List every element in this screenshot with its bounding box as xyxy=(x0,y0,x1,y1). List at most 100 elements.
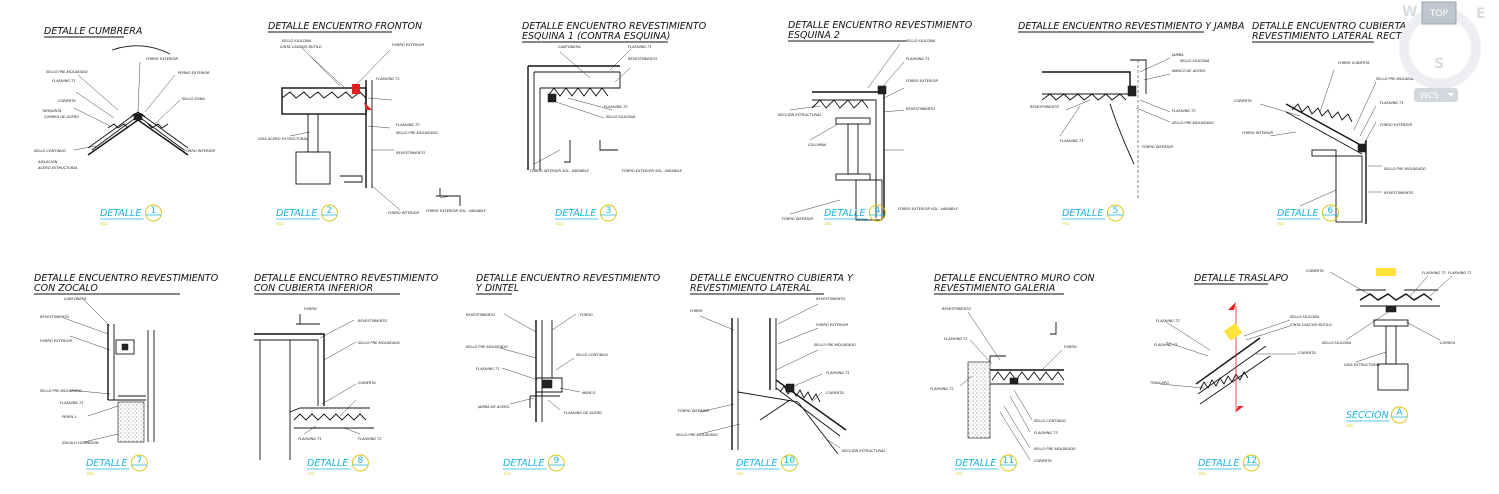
detail-caption-circle xyxy=(868,204,886,222)
detail-4-esquina-2: DETALLE ENCUENTRO REVESTIMIENTO ESQUINA … xyxy=(778,20,973,221)
svg-text:CUBIERTA: CUBIERTA xyxy=(1306,269,1324,273)
viewcube-south[interactable]: S xyxy=(1434,56,1444,72)
detail-caption-scale: ESC xyxy=(737,472,745,476)
svg-text:CORREA DE ACERO: CORREA DE ACERO xyxy=(44,115,79,119)
wcs-menu[interactable] xyxy=(1414,88,1458,102)
svg-text:REVESTIMIENTO: REVESTIMIENTO xyxy=(358,319,387,323)
detail-caption-number: A xyxy=(1396,408,1403,418)
viewcube[interactable]: TOP W E S WCS xyxy=(1399,1,1486,102)
svg-text:FLASHING T2: FLASHING T2 xyxy=(930,387,954,391)
svg-text:FORRO INTERIOR: FORRO INTERIOR xyxy=(782,217,813,221)
detail-caption-number: 10 xyxy=(784,456,796,466)
detail-6-cubierta-recto: DETALLE ENCUENTRO CUBIERTA Y REVESTIMIEN… xyxy=(1234,21,1426,224)
svg-text:FLASHING T1: FLASHING T1 xyxy=(826,371,850,375)
detail-caption-circle xyxy=(351,454,369,472)
svg-text:REVESTIMIENTO: REVESTIMIENTO xyxy=(816,297,845,301)
svg-text:FORRO EXTERIOR: FORRO EXTERIOR xyxy=(906,79,938,83)
svg-text:REVESTIMIENTO: REVESTIMIENTO xyxy=(628,57,657,61)
svg-text:COLUMNA: COLUMNA xyxy=(808,143,827,147)
svg-text:FLASHING T1: FLASHING T1 xyxy=(52,79,76,83)
detail-caption-circle xyxy=(547,454,565,472)
detail-caption-scale: ESC xyxy=(956,472,964,476)
svg-text:TRASLAPO: TRASLAPO xyxy=(1150,381,1169,385)
detail-3-esquina-1: DETALLE ENCUENTRO REVESTIMIENTO ESQUINA … xyxy=(522,21,707,173)
svg-text:CANTONERA: CANTONERA xyxy=(558,45,581,49)
detail-caption-6: DETALLE ESC 6 xyxy=(1277,204,1339,226)
viewcube-east[interactable]: E xyxy=(1476,6,1486,22)
detail-caption-number: 12 xyxy=(1246,456,1257,466)
detail-2-title: DETALLE ENCUENTRO FRONTON xyxy=(268,21,422,32)
svg-text:FORRO EXTERIOR: FORRO EXTERIOR xyxy=(40,339,72,343)
svg-text:REVESTIMIENTO: REVESTIMIENTO xyxy=(1030,105,1059,109)
svg-text:CANTONERA: CANTONERA xyxy=(64,297,87,301)
svg-text:FLASHING DE ACERO: FLASHING DE ACERO xyxy=(564,411,602,415)
svg-text:SELLO PRE-MOLDEADO: SELLO PRE-MOLDEADO xyxy=(46,70,88,74)
svg-text:VIGA ESTRUCTURAL: VIGA ESTRUCTURAL xyxy=(1344,363,1380,367)
svg-text:FORRO INTERIOR: FORRO INTERIOR xyxy=(1242,131,1273,135)
svg-text:FLASHING T1: FLASHING T1 xyxy=(1380,101,1404,105)
svg-text:MARCO DE ACERO: MARCO DE ACERO xyxy=(1172,69,1205,73)
svg-text:FLASHING T1: FLASHING T1 xyxy=(376,77,400,81)
detail-caption-scale: ESC xyxy=(504,472,512,476)
detail-caption-circle xyxy=(780,454,798,472)
svg-text:ZOCALO HORMIGON: ZOCALO HORMIGON xyxy=(61,441,99,445)
detail-3-title-line1: DETALLE ENCUENTRO REVESTIMIENTO xyxy=(522,21,707,32)
svg-text:SELLO PRE-MOLDEADO: SELLO PRE-MOLDEADO xyxy=(1376,77,1418,81)
svg-text:FLASHING T1: FLASHING T1 xyxy=(628,45,652,49)
wcs-chevron-down-icon[interactable] xyxy=(1448,93,1454,97)
svg-text:SECCION ESTRUCTURAL: SECCION ESTRUCTURAL xyxy=(842,449,885,453)
detail-6-title-line2: REVESTIMIENTO LATERAL RECTO xyxy=(1252,31,1410,42)
detail-4-title-line2: ESQUINA 2 xyxy=(788,30,840,41)
viewcube-top-label[interactable]: TOP xyxy=(1429,9,1449,19)
svg-text:REVESTIMIENTO: REVESTIMIENTO xyxy=(396,151,425,155)
viewcube-top-face[interactable] xyxy=(1421,1,1457,25)
svg-text:SELLO ZONA: SELLO ZONA xyxy=(182,97,205,101)
detail-caption-label: DETALLE xyxy=(955,458,996,469)
svg-text:FLASHING T1: FLASHING T1 xyxy=(906,57,930,61)
detail-12-traslapo: DETALLE TRASLAPO FLASHING T2 SELLO SILIC… xyxy=(1150,273,1332,412)
svg-text:SELLO PRE-MOLDEADO: SELLO PRE-MOLDEADO xyxy=(1384,167,1426,171)
detail-caption-number: 6 xyxy=(1328,206,1334,216)
svg-text:FORRO: FORRO xyxy=(1064,345,1077,349)
svg-text:CINTA CAUCHO BUTILO: CINTA CAUCHO BUTILO xyxy=(280,45,322,49)
detail-7-title-line2: CON ZOCALO xyxy=(34,283,98,294)
detail-caption-label: DETALLE xyxy=(86,458,127,469)
svg-text:SELLO SILICONA: SELLO SILICONA xyxy=(906,39,936,43)
detail-caption-label: DETALLE xyxy=(555,208,596,219)
wcs-label[interactable]: WCS xyxy=(1420,91,1439,100)
svg-text:FLASHING T2: FLASHING T2 xyxy=(358,437,382,441)
svg-text:FORRO: FORRO xyxy=(690,309,703,313)
detail-caption-scale: ESC xyxy=(556,222,564,226)
detail-caption-number: 4 xyxy=(875,206,881,216)
svg-text:SELLO SILICONA: SELLO SILICONA xyxy=(1322,341,1352,345)
detail-caption-number: 9 xyxy=(554,456,560,466)
detail-caption-label: DETALLE xyxy=(1277,208,1318,219)
detail-4-title-line1: DETALLE ENCUENTRO REVESTIMIENTO xyxy=(788,20,973,31)
detail-9-dintel: DETALLE ENCUENTRO REVESTIMIENTO Y DINTEL… xyxy=(466,273,661,422)
svg-text:FLASHING T1: FLASHING T1 xyxy=(60,401,84,405)
svg-text:PERNO EXTERIOR: PERNO EXTERIOR xyxy=(178,71,210,75)
detail-caption-label: DETALLE xyxy=(1198,458,1239,469)
svg-text:SELLO SILICONA: SELLO SILICONA xyxy=(1290,315,1320,319)
svg-text:FORRO EXTERIOR: FORRO EXTERIOR xyxy=(146,57,178,61)
detail-10-cubierta-lateral: DETALLE ENCUENTRO CUBIERTA Y REVESTIMIEN… xyxy=(676,273,885,455)
svg-text:TAPAJUNTA: TAPAJUNTA xyxy=(42,109,62,113)
detail-10-title-line1: DETALLE ENCUENTRO CUBIERTA Y xyxy=(690,273,854,284)
viewcube-west[interactable]: W xyxy=(1402,4,1417,20)
detail-7-zocalo: DETALLE ENCUENTRO REVESTIMIENTO CON ZOCA… xyxy=(34,273,219,445)
svg-text:FORRO INTERIOR: FORRO INTERIOR xyxy=(184,149,215,153)
detail-11-muro-galeria: DETALLE ENCUENTRO MURO CON REVESTIMIENTO… xyxy=(930,273,1095,463)
detail-caption-scale: ESC xyxy=(1278,222,1286,226)
detail-caption-scale: ESC xyxy=(87,472,95,476)
detail-caption-circle xyxy=(144,204,162,222)
svg-text:SELLO PRE-MOLDEADO: SELLO PRE-MOLDEADO xyxy=(814,343,856,347)
detail-caption-scale: ESC xyxy=(1347,424,1355,428)
svg-text:FLASHING T2: FLASHING T2 xyxy=(604,105,628,109)
